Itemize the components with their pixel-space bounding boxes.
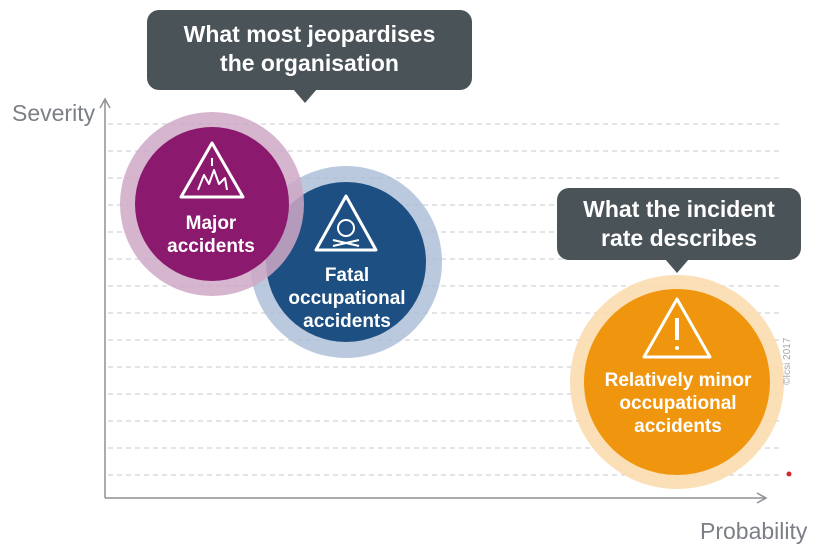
y-axis-label: Severity xyxy=(12,100,96,126)
bubble-fatal-core xyxy=(266,182,426,342)
exclamation-warning-icon xyxy=(642,297,712,359)
axes xyxy=(99,97,768,504)
callout-incident-rate-line2: rate describes xyxy=(601,225,757,251)
callout-jeopardises-line1: What most jeopardises xyxy=(183,21,436,47)
bubble-fatal-label: Fatal occupational accidents xyxy=(272,264,422,333)
bubble-minor-core xyxy=(584,289,770,475)
callout-incident-rate-line1: What the incident xyxy=(583,196,775,222)
skull-warning-icon xyxy=(314,194,378,252)
bubble-minor-line3: accidents xyxy=(634,416,722,437)
callout-jeopardises: What most jeopardises the organisation xyxy=(147,10,472,103)
bubble-major-line1: Major xyxy=(185,213,237,234)
x-axis-label: Probability xyxy=(700,518,808,544)
x-axis-arrow xyxy=(756,492,768,504)
y-axis-arrow xyxy=(99,97,111,109)
bubble-minor xyxy=(570,275,784,489)
callout-tail xyxy=(293,89,317,103)
explosion-warning-icon xyxy=(179,141,245,199)
bubble-minor-label: Relatively minor occupational accidents xyxy=(583,369,773,438)
bubble-fatal-line1: Fatal xyxy=(324,265,370,286)
bubble-major xyxy=(120,112,304,296)
bubble-fatal-line2: occupational xyxy=(288,288,406,309)
bubble-major-core xyxy=(135,127,289,281)
bubble-major-line2: accidents xyxy=(167,236,255,257)
callout-tail xyxy=(665,259,689,273)
bubble-minor-line2: occupational xyxy=(619,393,737,414)
callout-incident-rate: What the incident rate describes xyxy=(557,188,801,273)
bubble-major-label: Major accidents xyxy=(146,212,276,258)
bubble-fatal-line3: accidents xyxy=(303,311,391,332)
copyright-notice: ©Icsi 2017 xyxy=(782,337,793,385)
callout-jeopardises-line2: the organisation xyxy=(220,50,399,76)
bubble-fatal xyxy=(250,166,442,358)
red-dot xyxy=(786,471,792,477)
bubble-minor-line1: Relatively minor xyxy=(604,370,752,391)
